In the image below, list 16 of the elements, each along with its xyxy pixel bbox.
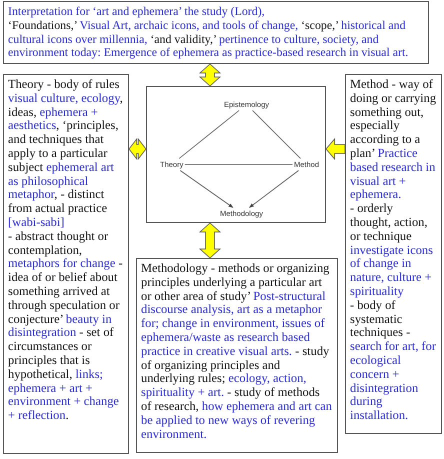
- description-text: Interpretation for ‘art and ephemera’ the study (Lord), ‘Foundations,’ Visual Art, archaic icons, and tools of change, ‘scope,’ historical and cultural icons over millennia, ‘and validity,’ pertinence to culture, society, and environment today: Emergence of ephemera as practice-based research in visual art.: [8, 5, 410, 60]
- connector-line: [184, 164, 293, 165]
- description-text: Methodology - methods or organizing principles underlying a particular art or other area of study’ Post-structural discourse analysis, art as a metaphor for; change in environment, issues of ephemera/waste as research based practice in creative visual arts. - study of organizing principles and underlying rules; ecology, action, spirituality + art. - study of methods of research, how ephemera and art can be applied to new ways of revering environment.: [141, 262, 333, 442]
- description-text: Method - way of doing or carrying something out, especially according to a plan’ Practice based research in visual art + ephemera. - orderly thought, action, or technique investigate icons of change in nature, culture + spirituality - body of systematic techniques - search for art, for ecological concern + disintegration during installation.: [350, 78, 437, 423]
- description-text: Theory - body of rules visual culture, ecology, ideas, ephemera + aesthetics, ‘principles, and techniques that apply to a particular subject ephemeral art as philosophical metaphor, - distinct from actual practice [wabi-sabi] - abstract thought or contemplation, metaphors for change - idea of or belief about something arrived at through speculation or conjecture’ beauty in disintegration - set of circumstances or principles that is hypothetical, links; ephemera + art + environment + change + reflection.: [8, 78, 124, 423]
- arrow: [249, 170, 299, 208]
- block-arrow: [325, 138, 346, 160]
- block-arrow: [128, 138, 146, 160]
- diagram-frame: [146, 86, 326, 223]
- connector-line: [178, 110, 240, 159]
- block-arrow: [198, 222, 222, 259]
- text-box: [3, 1, 429, 64]
- arrow: [180, 170, 234, 208]
- block-arrow: [198, 63, 222, 87]
- text-box: [3, 74, 129, 454]
- connector-line: [252, 110, 301, 159]
